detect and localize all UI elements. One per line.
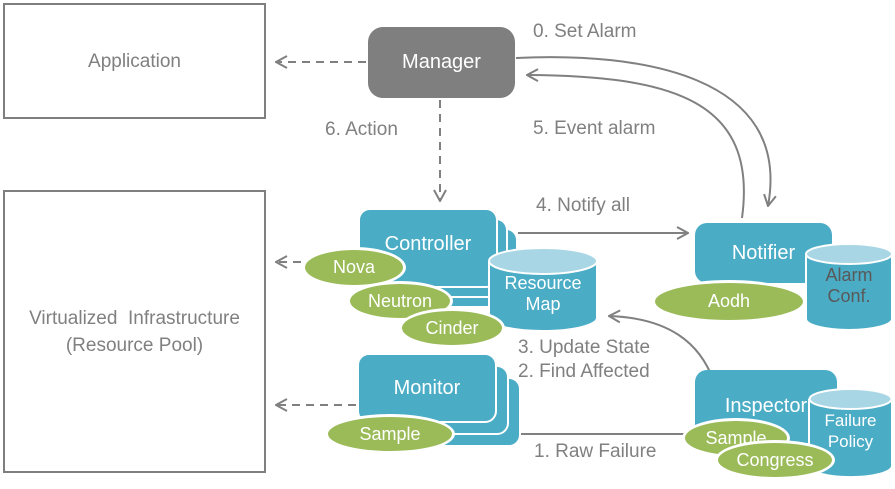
resource-map-cylinder: Resource Map [488,247,598,333]
virtualized-infrastructure-box: Virtualized Infrastructure (Resource Poo… [3,190,266,473]
step6-action-label: 6. Action [325,119,398,140]
alarm-conf-cylinder: Alarm Conf. [805,243,893,331]
arrow-event-alarm [527,75,745,219]
step2-find-affected-label: 2. Find Affected [518,361,650,382]
neutron-label: Neutron [367,290,433,311]
alarm-conf-label-line1: Alarm [825,265,873,285]
monitor-sample-ellipse: Sample [325,414,455,454]
controller-label: Controller [384,232,472,255]
notifier-label: Notifier [731,241,796,264]
manager-node: Manager [368,27,515,98]
nova-label: Nova [332,257,376,277]
virtualized-infrastructure-label-line1: Virtualized Infrastructure [29,307,240,329]
cinder-ellipse: Cinder [399,308,505,348]
aodh-label: Aodh [707,291,751,311]
cylinder-shape-icon [805,243,893,331]
step5-event-alarm-label: 5. Event alarm [533,118,656,139]
monitor-label: Monitor [393,376,461,399]
cylinder-shape-icon [488,247,598,332]
resource-map-label-line2: Map [525,294,561,314]
virtualized-infrastructure-label-line2: (Resource Pool) [65,334,204,356]
arrow-set-alarm [515,56,771,206]
step3-update-state-label: 3. Update State [518,337,651,358]
step0-set-alarm-label: 0. Set Alarm [533,21,637,42]
resource-map-label-line1: Resource [504,273,582,293]
aodh-ellipse: Aodh [652,280,806,323]
application-box: Application [3,3,266,119]
inspector-label: Inspector [724,395,808,417]
application-label: Application [88,50,181,72]
step1-raw-failure-label: 1. Raw Failure [534,441,657,462]
arrow-update-state [609,316,715,383]
congress-label: Congress [736,449,814,470]
manager-label: Manager [402,51,481,73]
cinder-label: Cinder [425,317,479,338]
monitor-node: Monitor [357,353,497,423]
step4-notify-all-label: 4. Notify all [536,195,630,216]
monitor-sample-label: Sample [359,423,421,444]
congress-ellipse: Congress [715,440,835,480]
failure-policy-label-line1: Failure [824,411,877,430]
failure-policy-label-line2: Policy [827,432,874,451]
alarm-conf-label-line2: Conf. [827,286,871,306]
